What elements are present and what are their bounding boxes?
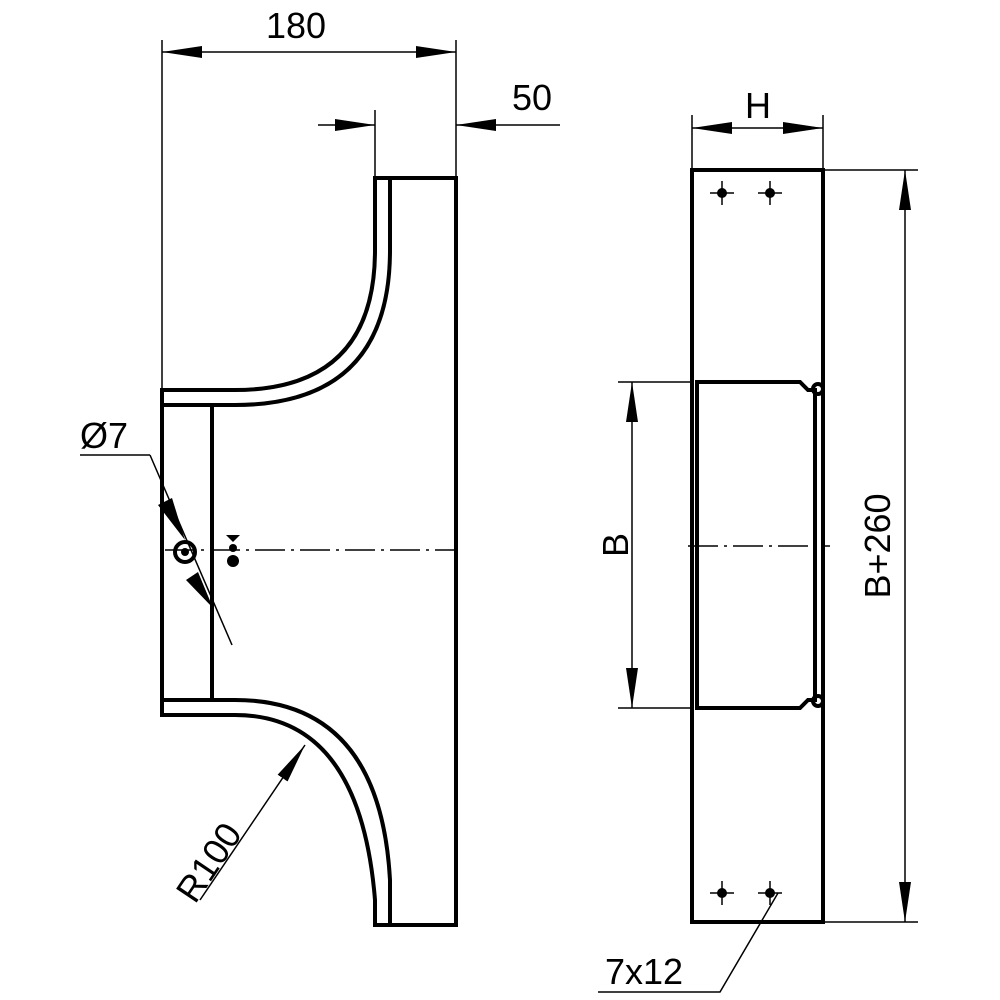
- dim-50-label: 50: [512, 77, 552, 118]
- radius-leader: [199, 744, 306, 901]
- part-outline: [160, 176, 458, 927]
- side-view: H B B+260 7x12: [595, 85, 918, 993]
- flange-inner-bottom: [162, 698, 392, 925]
- bolt-symbol: [226, 535, 240, 567]
- dim-radius-label: R100: [168, 815, 250, 909]
- dim-180-label: 180: [266, 5, 326, 46]
- dim-slot-label: 7x12: [605, 951, 683, 992]
- front-view: 180 50 Ø7 R100: [80, 5, 560, 927]
- dim-dia-label: Ø7: [80, 415, 128, 456]
- slot-holes: [710, 181, 782, 905]
- slot-leader: [598, 892, 779, 993]
- side-inner-rect: [695, 380, 817, 710]
- dim-b-label: B: [595, 533, 636, 557]
- dim-h-label: H: [745, 85, 771, 126]
- flange-inner-top: [162, 178, 392, 407]
- dia-leader: [149, 454, 233, 646]
- dim-b-plus-label: B+260: [857, 493, 898, 598]
- hole-circle: [173, 540, 197, 564]
